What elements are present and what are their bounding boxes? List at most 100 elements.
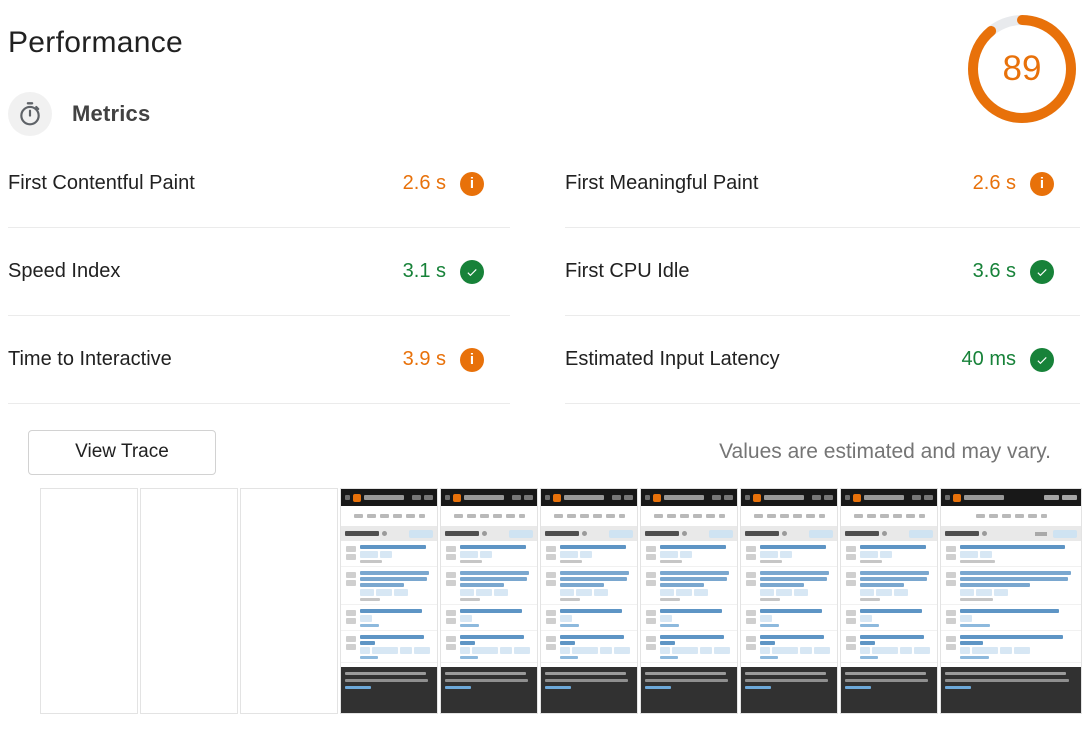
thumbnail-new-topic-button [1053,529,1077,538]
gauge-arc [968,15,1076,123]
thumbnail-topic-row [641,631,737,663]
estimate-disclaimer: Values are estimated and may vary. [719,440,1051,463]
info-icon: i [1030,171,1054,196]
thumbnail-menu-icon [445,495,450,500]
metric-value: 3.1 s [402,260,446,282]
metric-row: First CPU Idle 3.6 s [565,228,1080,316]
thumbnail-menu-icon [645,495,650,500]
thumbnail-menu-icon [745,495,750,500]
thumbnail-auth-links [512,495,533,500]
thumbnail-footer [341,667,437,713]
thumbnail-toolbar [841,526,937,541]
thumbnail-topic-row [541,567,637,605]
page-thumbnail [541,489,637,713]
thumbnail-topic-row [641,567,737,605]
thumbnail-topic-row [841,541,937,567]
actions-row: View Trace Values are estimated and may … [28,429,1051,475]
thumbnail-topic-row [941,605,1081,631]
thumbnail-auth-links [912,495,933,500]
thumbnail-menu-icon [545,495,550,500]
page-title: Performance [8,26,184,59]
filmstrip-frame [540,488,638,714]
thumbnail-toolbar [541,526,637,541]
thumbnail-nav [841,506,937,526]
thumbnail-footer [941,667,1081,713]
page-thumbnail [741,489,837,713]
filmstrip-frame [340,488,438,714]
thumbnail-menu-icon [845,495,850,500]
filmstrip-frame [840,488,938,714]
thumbnail-logo-icon [853,493,861,502]
metric-value: 40 ms [961,348,1016,370]
info-icon: i [460,171,484,196]
thumbnail-topbar [441,489,537,506]
thumbnail-new-topic-button [509,529,533,538]
thumbnail-topic-row [941,567,1081,605]
thumbnail-logo-icon [353,493,361,502]
thumbnail-topic-row [541,631,637,663]
performance-score-gauge[interactable]: 89 [967,14,1077,124]
thumbnail-nav [441,506,537,526]
thumbnail-footer [441,667,537,713]
thumbnail-topbar [741,489,837,506]
thumbnail-new-topic-button [809,529,833,538]
thumbnail-topic-list [641,541,737,667]
metric-row: Speed Index 3.1 s [8,228,510,316]
thumbnail-auth-links [612,495,633,500]
performance-score-value: 89 [1002,49,1042,88]
thumbnail-topic-row [441,541,537,567]
thumbnail-toolbar [441,526,537,541]
thumbnail-new-topic-button [409,529,433,538]
thumbnail-footer [841,667,937,713]
thumbnail-topic-row [741,567,837,605]
thumbnail-new-topic-button [909,529,933,538]
thumbnail-footer [541,667,637,713]
thumbnail-toolbar [341,526,437,541]
thumbnail-topic-row [841,631,937,663]
thumbnail-topic-row [541,541,637,567]
filmstrip-frame [40,488,138,714]
check-icon [1030,347,1054,372]
thumbnail-nav [641,506,737,526]
thumbnail-new-topic-button [709,529,733,538]
thumbnail-topic-list [741,541,837,667]
thumbnail-logo-icon [453,493,461,502]
filmstrip-frame [640,488,738,714]
thumbnail-nav [541,506,637,526]
view-trace-button[interactable]: View Trace [28,429,216,475]
metric-value: 2.6 s [402,172,446,194]
thumbnail-topic-row [941,631,1081,663]
thumbnail-toolbar [741,526,837,541]
thumbnail-toolbar [941,526,1081,541]
thumbnail-nav [941,506,1081,526]
metric-row: First Contentful Paint 2.6 s i [8,140,510,228]
thumbnail-topic-row [741,541,837,567]
metrics-grid: First Contentful Paint 2.6 s i First Mea… [8,140,1091,404]
thumbnail-topic-list [541,541,637,667]
thumbnail-new-topic-button [609,529,633,538]
thumbnail-auth-links [812,495,833,500]
filmstrip-frame [940,488,1082,714]
thumbnail-menu-icon [345,495,350,500]
thumbnail-logo-icon [553,493,561,502]
thumbnail-logo-icon [753,493,761,502]
thumbnail-topbar [841,489,937,506]
metric-label: First Meaningful Paint [565,172,759,194]
gauge-ring-svg [968,15,1076,123]
metric-label: Speed Index [8,260,121,282]
thumbnail-logo-icon [953,493,961,502]
metric-label: First CPU Idle [565,260,690,282]
thumbnail-auth-links [1044,495,1077,500]
thumbnail-topic-row [341,567,437,605]
thumbnail-topic-row [941,541,1081,567]
thumbnail-footer [741,667,837,713]
thumbnail-topic-list [441,541,537,667]
metric-label: Time to Interactive [8,348,172,370]
metric-row: First Meaningful Paint 2.6 s i [565,140,1080,228]
metric-label: First Contentful Paint [8,172,195,194]
metric-value: 3.9 s [402,348,446,370]
metric-value: 3.6 s [972,260,1016,282]
metrics-heading: Metrics [8,92,1091,136]
page-thumbnail [341,489,437,713]
thumbnail-topic-row [441,605,537,631]
